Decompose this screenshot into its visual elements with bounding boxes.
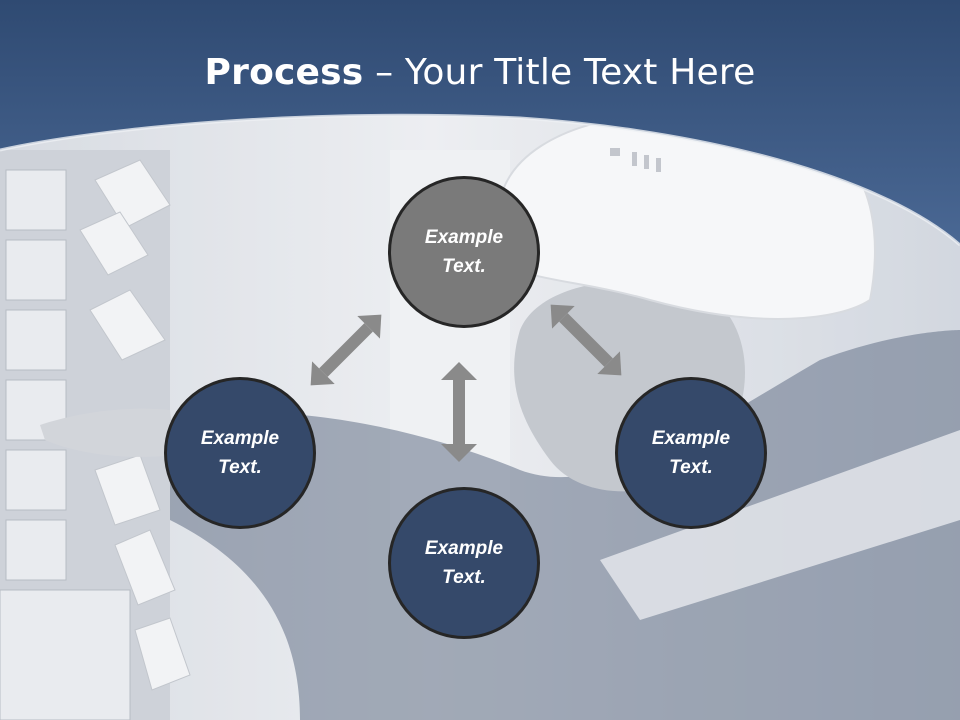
process-step-left: Example Text. bbox=[164, 377, 316, 529]
step-label: Example Text. bbox=[200, 428, 280, 478]
process-step-top: Example Text. bbox=[388, 176, 540, 328]
step-label: Example Text. bbox=[424, 538, 504, 588]
process-step-bottom: Example Text. bbox=[388, 487, 540, 639]
title-rest: – Your Title Text Here bbox=[363, 52, 756, 93]
title-bold: Process bbox=[204, 52, 364, 93]
step-label: Example Text. bbox=[424, 227, 504, 277]
slide-title: Process – Your Title Text Here bbox=[0, 52, 960, 93]
step-label: Example Text. bbox=[651, 428, 731, 478]
process-step-right: Example Text. bbox=[615, 377, 767, 529]
